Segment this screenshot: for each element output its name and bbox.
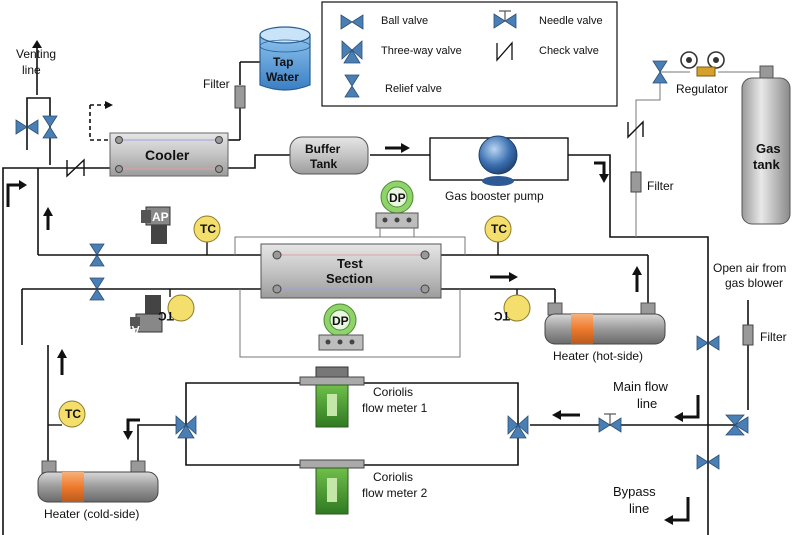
coriolis-1-label-1: Coriolis [373,385,413,399]
filter-blower [742,324,754,346]
open-air-label-1: Open air from [713,261,786,275]
filter-gas-label: Filter [647,179,674,193]
thermocouple-mid-right: TC [494,289,531,323]
check-valve-cooler [66,158,85,178]
venting-label: Venting [16,47,56,61]
flow-arrows [6,143,700,525]
coriolis-1-label-2: flow meter 1 [362,401,428,415]
thermocouple-top-left: TC [193,215,221,255]
legend: Ball valve Needle valve Three-way valve … [321,1,618,107]
coriolis-flow-meter-2: Coriolis flow meter 2 [299,459,428,515]
gas-tank-label-1: Gas [756,141,781,156]
legend-needle-valve: Needle valve [539,15,603,27]
absolute-pressure-sensor-top: AP [141,206,171,244]
thermocouple-top-right: TC [484,215,512,255]
gas-tank-label-2: tank [753,157,781,172]
filter-water [234,85,246,109]
regulator: Regulator [676,51,728,96]
coriolis-flow-meter-1: Coriolis flow meter 1 [299,366,428,428]
bypass-label-1: Bypass [613,484,656,499]
legend-three-way-valve: Three-way valve [381,45,462,57]
filter-blower-label: Filter [760,330,787,344]
filter-water-label: Filter [203,77,230,91]
piping [2,40,766,535]
gas-booster-pump: Gas booster pump [429,135,569,203]
ap-bottom-label: AP [123,323,140,337]
legend-check-valve: Check valve [539,45,599,57]
heater-hot-side: Heater (hot-side) [544,302,666,363]
heater-cold-label: Heater (cold-side) [44,507,139,521]
differential-pressure-sensor-bottom: DP [318,303,364,351]
tc-top-right-label: TC [491,222,507,236]
legend-relief-valve: Relief valve [385,83,442,95]
test-section-label-1: Test [337,256,363,271]
dp-bottom-label: DP [332,314,349,328]
tc-mid-right-label: TC [494,309,510,323]
main-flow-label-2: line [637,396,657,411]
test-section: Test Section [260,243,442,299]
absolute-pressure-sensor-bottom: AP [123,295,163,337]
buffer-tank-label-1: Buffer [305,142,341,156]
needle-valve-icon [493,10,517,29]
tc-low-left-label: TC [65,407,81,421]
heater-hot-label: Heater (hot-side) [553,349,643,363]
ap-top-label: AP [152,210,169,224]
gas-booster-pump-label: Gas booster pump [445,189,544,203]
thermocouple-low-left: TC [48,400,86,428]
dp-top-label: DP [389,191,406,205]
buffer-tank-label-2: Tank [310,157,337,171]
tc-mid-left-label: TC [158,309,174,323]
main-flow-label-1: Main flow [613,379,669,394]
needle-valve-main [598,413,622,433]
regulator-label: Regulator [676,82,728,96]
test-section-label-2: Section [326,271,373,286]
check-valve-icon [496,41,513,62]
filter-gas [630,171,642,193]
differential-pressure-sensor-top: DP [375,180,419,237]
legend-ball-valve: Ball valve [381,15,428,27]
vent-relief-valve [42,115,58,139]
tap-water-label-1: Tap [273,55,293,69]
tap-water-tank: Tap Water [259,26,311,91]
coriolis-2-label-2: flow meter 2 [362,486,428,500]
legend-box [321,1,618,107]
tc-top-left-label: TC [200,222,216,236]
check-valve-gas [627,120,644,139]
gas-tank: Gas tank [741,65,791,225]
bypass-label-2: line [629,501,649,516]
cooler-label: Cooler [145,147,190,163]
venting-line-label: line [22,63,41,77]
open-air-label-2: gas blower [725,276,783,290]
cooler: Cooler [109,132,229,177]
thermocouple-mid-left: TC [158,289,195,323]
coriolis-2-label-1: Coriolis [373,470,413,484]
buffer-tank: Buffer Tank [289,136,369,175]
heater-cold-side: Heater (cold-side) [37,460,159,521]
tap-water-label-2: Water [266,70,299,84]
